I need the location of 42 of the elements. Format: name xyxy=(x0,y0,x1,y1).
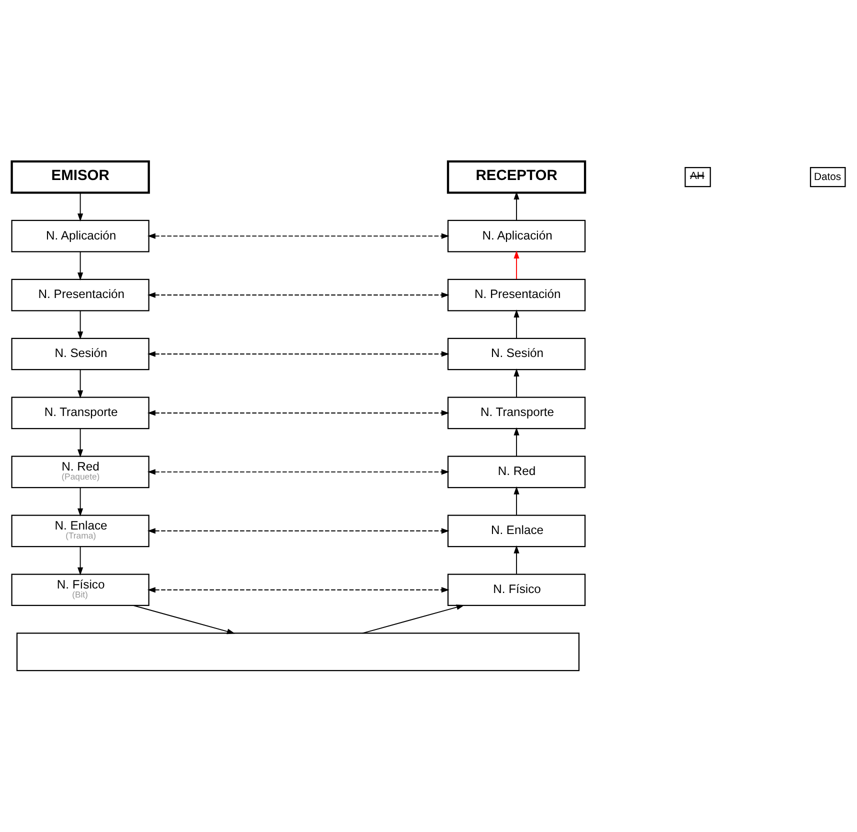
arrow xyxy=(147,528,450,534)
arrow xyxy=(78,369,84,398)
arrow xyxy=(514,545,520,574)
arrow xyxy=(147,469,450,475)
node-box: N. Físico (Bit) xyxy=(11,574,150,606)
node-box: N. Transporte xyxy=(11,396,150,430)
arrow xyxy=(78,310,84,340)
node-box: N. Físico xyxy=(447,574,586,606)
arrow xyxy=(362,604,464,634)
node-box: N. Enlace xyxy=(447,514,586,548)
arrow xyxy=(147,292,450,298)
node-box: N. Red xyxy=(447,456,586,488)
node-box: N. Enlace (Trama) xyxy=(11,514,150,548)
node-box: N. Aplicación xyxy=(11,220,150,252)
arrow xyxy=(78,192,84,222)
arrow xyxy=(514,192,520,221)
node-box: N. Sesión xyxy=(11,338,150,370)
node-box: RECEPTOR xyxy=(446,160,586,194)
arrow xyxy=(147,351,450,357)
arrow xyxy=(78,546,84,576)
node-box: N. Presentación xyxy=(447,278,586,312)
node-box: N. Aplicación xyxy=(447,220,586,252)
arrow xyxy=(514,250,520,280)
node-box: N. Red (Paquete) xyxy=(11,456,150,488)
arrow xyxy=(514,309,520,338)
arrow xyxy=(78,428,84,458)
node-box: N. Sesión xyxy=(447,338,586,370)
node-box: N. Transporte xyxy=(447,396,586,430)
arrow xyxy=(514,427,520,456)
arrow xyxy=(514,368,520,398)
node-box: EMISOR xyxy=(10,160,150,194)
arrow xyxy=(147,233,450,239)
node-box: Datos xyxy=(810,166,846,188)
node-box: AH xyxy=(684,166,711,188)
arrow xyxy=(78,251,84,280)
arrow xyxy=(147,410,450,416)
arrow xyxy=(147,587,450,593)
arrow xyxy=(514,486,520,516)
arrow xyxy=(78,487,84,516)
arrow xyxy=(133,605,236,634)
node-box: N. Presentación xyxy=(11,278,150,312)
node-box xyxy=(16,632,580,672)
